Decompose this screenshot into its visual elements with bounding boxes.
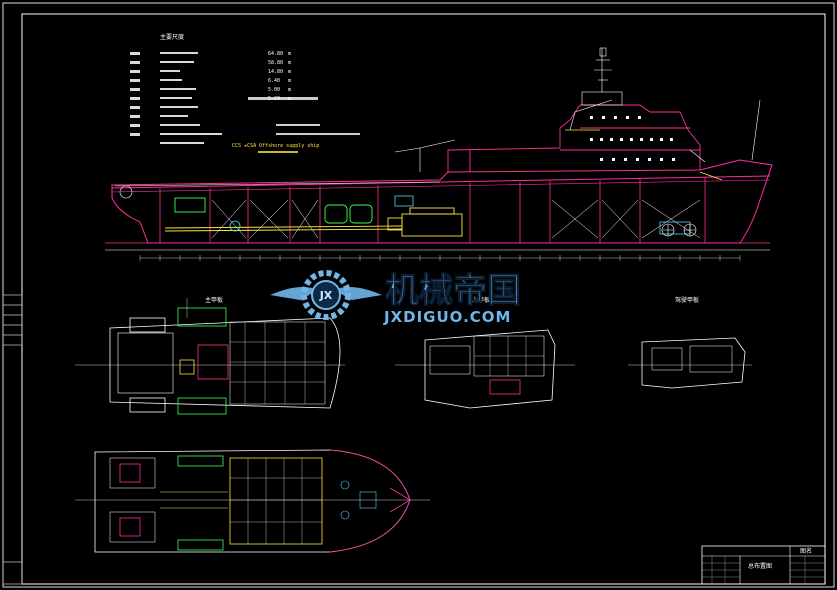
profile-view xyxy=(105,47,773,261)
porthole xyxy=(626,116,629,119)
porthole xyxy=(660,158,663,161)
bridge-deck-plan: 驾驶甲板 xyxy=(628,296,752,389)
particular-unit: m xyxy=(288,51,291,57)
porthole xyxy=(648,158,651,161)
porthole xyxy=(660,138,663,141)
watermark-brand-url: JXDIGUO.COM xyxy=(383,308,511,326)
particular-unit: m xyxy=(288,87,291,93)
porthole xyxy=(650,138,653,141)
porthole xyxy=(600,138,603,141)
portholes xyxy=(590,116,675,161)
particular-value: 5.00 xyxy=(268,87,280,93)
porthole xyxy=(614,116,617,119)
porthole xyxy=(638,116,641,119)
porthole xyxy=(600,158,603,161)
title-block: 图名 总布置图 xyxy=(701,545,826,585)
porthole xyxy=(620,138,623,141)
gear-logo-icon: JX xyxy=(270,270,382,320)
watermark: JX 机械帝国 JXDIGUO.COM xyxy=(270,270,522,326)
particular-unit: m xyxy=(288,60,291,66)
particular-unit: m xyxy=(288,69,291,75)
porthole xyxy=(590,116,593,119)
porthole xyxy=(672,158,675,161)
hold-plan xyxy=(75,449,430,553)
porthole xyxy=(636,158,639,161)
label-main-deck: 主甲板 xyxy=(205,296,223,304)
logo-letters: JX xyxy=(319,289,333,302)
upper-deck-plan: 上甲板 xyxy=(395,296,575,409)
porthole xyxy=(590,138,593,141)
porthole xyxy=(640,138,643,141)
porthole xyxy=(612,158,615,161)
particular-value: 64.80 xyxy=(268,51,283,57)
particular-value: 14.80 xyxy=(268,69,283,75)
particular-unit: m xyxy=(288,78,291,84)
porthole xyxy=(610,138,613,141)
title-block-header: 图名 xyxy=(800,547,812,555)
porthole xyxy=(624,158,627,161)
porthole xyxy=(630,138,633,141)
left-margin-strip xyxy=(2,294,23,585)
label-bridge-deck: 驾驶甲板 xyxy=(675,296,699,304)
drawing-title: 总布置图 xyxy=(748,562,772,570)
particulars-left-labels xyxy=(130,52,222,144)
porthole xyxy=(602,116,605,119)
hull-outline xyxy=(111,159,773,244)
class-notation: CCS ★CSA Offshore supply ship xyxy=(232,143,319,149)
porthole xyxy=(670,138,673,141)
watermark-brand-cn: 机械帝国 xyxy=(385,271,521,311)
label-upper-deck: 上甲板 xyxy=(472,296,490,304)
main-deck-plan: 主甲板 xyxy=(75,296,345,415)
particular-value: 58.80 xyxy=(268,60,283,66)
particulars-heading: 主要尺度 xyxy=(160,33,184,41)
particular-value: 6.40 xyxy=(268,78,280,84)
